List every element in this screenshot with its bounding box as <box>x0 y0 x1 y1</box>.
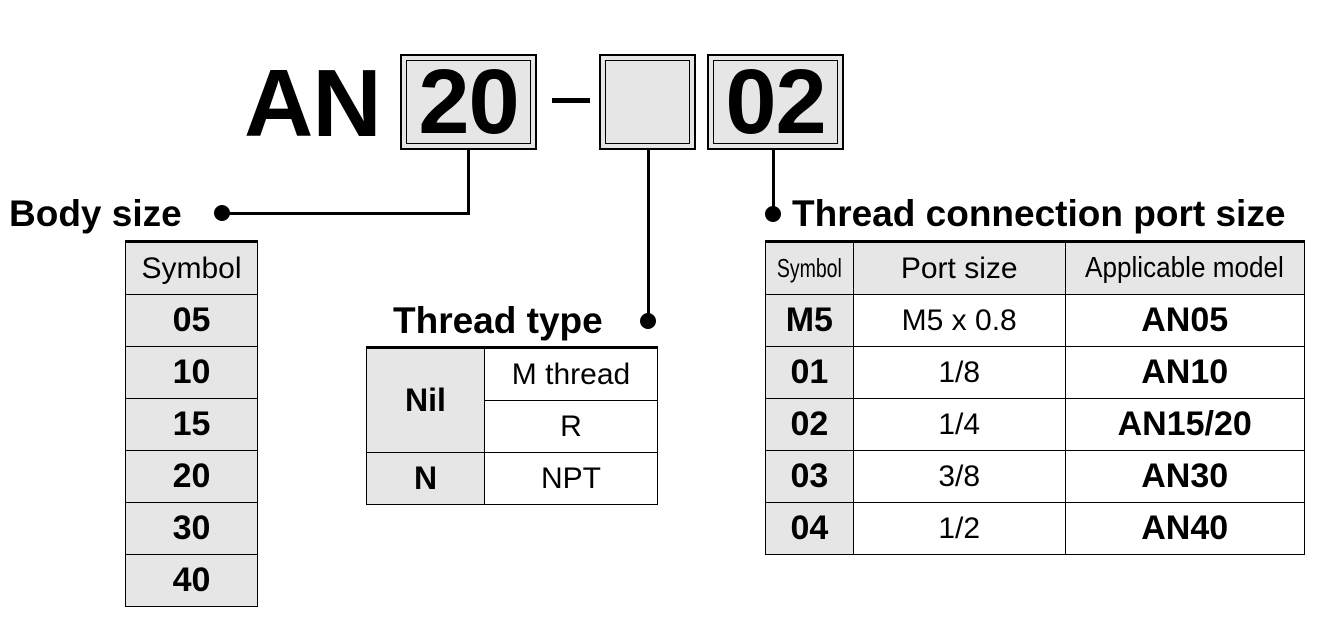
thread-type-code-box <box>599 54 696 150</box>
port-model-cell: AN10 <box>1064 346 1305 399</box>
thread-symbol-cell: N <box>366 452 485 505</box>
body-size-row: 10 <box>125 346 258 399</box>
body-size-connector-vertical <box>467 150 470 215</box>
body-size-code-box: 20 <box>400 54 537 150</box>
thread-type-cell: M thread <box>484 347 658 401</box>
port-size-code-value: 02 <box>725 51 826 153</box>
port-symbol-cell: 01 <box>765 346 854 399</box>
thread-type-label: Thread type <box>393 300 603 341</box>
body-size-header: Symbol <box>125 241 258 295</box>
port-size-dot <box>765 206 781 222</box>
body-size-dot <box>214 205 230 221</box>
port-symbol-cell: 02 <box>765 398 854 451</box>
body-size-label: Body size <box>9 193 182 234</box>
port-size-code-box: 02 <box>707 54 844 150</box>
body-size-row: 15 <box>125 398 258 451</box>
port-size-cell: 3/8 <box>852 450 1066 503</box>
body-size-row: 20 <box>125 450 258 503</box>
thread-type-cell: NPT <box>484 452 658 505</box>
port-model-cell: AN30 <box>1064 450 1305 503</box>
port-header-symbol: Symbol <box>765 241 854 295</box>
body-size-row: 30 <box>125 502 258 555</box>
thread-type-cell: R <box>484 400 658 453</box>
code-dash <box>552 98 590 103</box>
body-size-table: Symbol 05 10 15 20 30 40 <box>125 240 258 607</box>
port-symbol-cell: 04 <box>765 502 854 555</box>
body-size-connector-horizontal <box>222 212 470 215</box>
port-size-cell: M5 x 0.8 <box>852 294 1066 347</box>
port-symbol-cell: 03 <box>765 450 854 503</box>
thread-type-table: Nil M thread R N NPT <box>366 346 658 505</box>
port-size-cell: 1/8 <box>852 346 1066 399</box>
thread-type-dot <box>640 313 656 329</box>
body-size-code-value: 20 <box>418 51 519 153</box>
body-size-row: 05 <box>125 294 258 347</box>
port-size-cell: 1/2 <box>852 502 1066 555</box>
port-size-table: Symbol Port size Applicable model M5 M5 … <box>765 240 1305 555</box>
port-size-connector <box>772 150 775 215</box>
port-model-cell: AN05 <box>1064 294 1305 347</box>
port-header-model: Applicable model <box>1064 241 1305 295</box>
body-size-row: 40 <box>125 554 258 607</box>
thread-type-connector <box>647 150 650 322</box>
model-prefix: AN <box>244 50 382 157</box>
port-header-size: Port size <box>852 241 1066 295</box>
port-size-label: Thread connection port size <box>792 193 1286 234</box>
thread-symbol-cell: Nil <box>366 347 485 453</box>
port-model-cell: AN40 <box>1064 502 1305 555</box>
port-symbol-cell: M5 <box>765 294 854 347</box>
port-model-cell: AN15/20 <box>1064 398 1305 451</box>
port-size-cell: 1/4 <box>852 398 1066 451</box>
